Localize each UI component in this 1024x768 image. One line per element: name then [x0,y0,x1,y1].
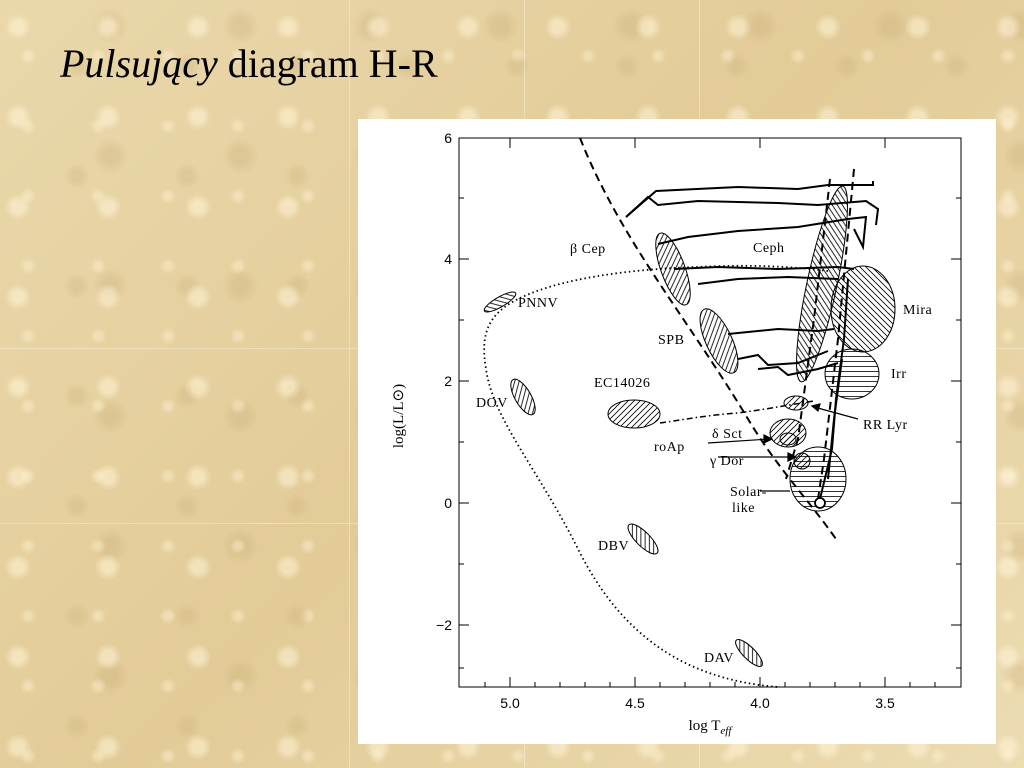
instability-strip-red-edge [817,168,855,500]
label-irr: Irr [891,367,907,382]
y-axis-label: log(L/L⊙) [391,384,407,448]
y-tick-label: 6 [444,130,452,146]
x-tick-label: 4.5 [625,695,645,711]
label-arrows [707,403,859,492]
roap-region [779,432,797,446]
x-tick-label: 5.0 [500,695,520,711]
beta-cep-region [655,232,691,306]
x-axis-label: log Teff [689,718,734,737]
label-beta-cep: β Cep [570,242,606,257]
background-tile-line [349,0,350,768]
label-pnnv: PNNV [518,296,558,311]
x-axis-ticks [484,138,936,687]
label-dov: DOV [476,396,508,411]
label-ec14026: EC14026 [594,376,650,391]
dbv-region [627,523,659,555]
rr-lyr-region [783,395,809,411]
x-axis-label-main: log T [689,718,721,734]
spb-region [699,308,739,374]
label-dav: DAV [704,651,734,666]
label-mira: Mira [903,303,933,318]
x-tick-label: 3.5 [875,695,895,711]
label-roap: roAp [654,440,685,455]
y-axis-ticks [459,137,961,669]
label-solar-like-2: like [732,501,755,516]
y-tick-label: 0 [444,495,452,511]
y-tick-label: 2 [444,373,452,389]
label-solar-like-1: Solar- [730,485,767,500]
dav-region [735,639,763,667]
label-delta-sct: δ Sct [712,427,743,442]
slide-title-rest: diagram H-R [217,41,438,86]
pnnv-region [483,291,517,313]
label-spb: SPB [658,333,684,348]
y-tick-label: 4 [444,251,452,267]
x-axis-label-sub: eff [720,725,733,737]
dash-dot-sdB-track [659,400,815,424]
y-tick-label: −2 [436,617,452,633]
mira-region [830,265,896,353]
slide-title: Pulsujący diagram H-R [60,40,438,87]
dov-region [510,378,536,416]
ec14026-region [607,399,661,429]
hr-diagram-figure: 6 4 2 0 −2 5.0 4.5 4.0 3.5 log(L/L⊙) log… [358,119,996,744]
x-tick-label: 4.0 [750,695,770,711]
hr-diagram-svg: 6 4 2 0 −2 5.0 4.5 4.0 3.5 log(L/L⊙) log… [391,130,962,737]
slide-title-italic: Pulsujący [60,41,218,86]
sun-symbol [814,497,826,509]
irr-region [824,348,880,400]
label-gamma-dor: γ Dor [709,454,744,469]
solar-like-region [789,446,847,512]
label-ceph: Ceph [753,241,785,256]
label-dbv: DBV [598,539,629,554]
label-rr-lyr: RR Lyr [863,418,908,433]
dotted-cooling-track [483,264,829,688]
